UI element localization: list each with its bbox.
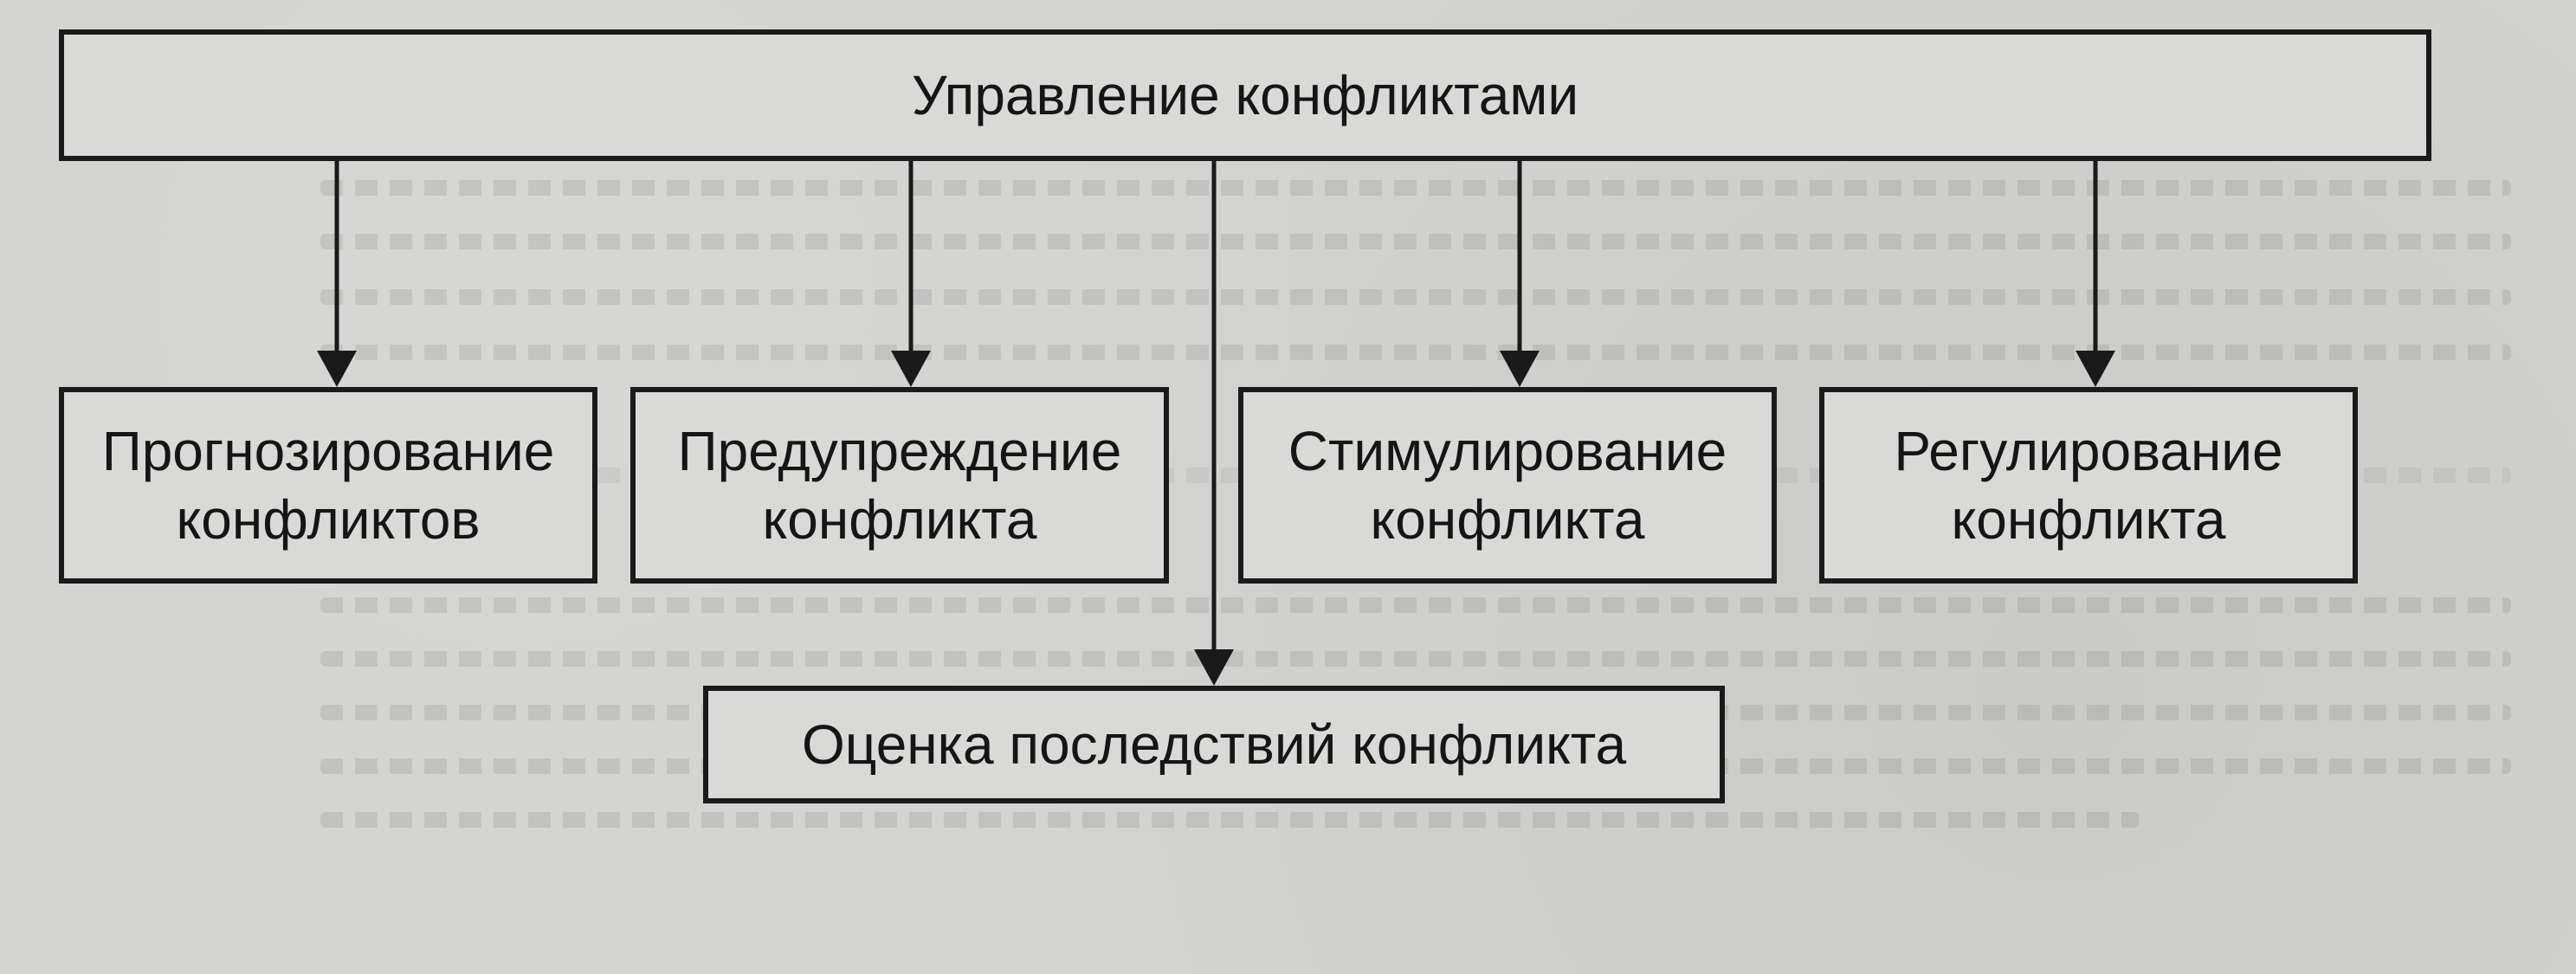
arrowhead-forecasting [317,351,357,387]
node-label: Оценка последствий конфликта [801,713,1627,776]
arrowhead-prevention [891,351,931,387]
node-label: Предупреждение конфликта [677,420,1122,551]
node-conflict-forecasting: Прогнозирование конфликтов [59,387,597,584]
node-conflict-regulation: Регулирование конфликта [1819,387,2358,584]
node-label: Прогнозирование конфликтов [101,420,555,551]
node-conflict-management: Управление конфликтами [59,29,2431,161]
node-consequence-assessment: Оценка последствий конфликта [703,686,1725,803]
arrowhead-stimulation [1500,351,1540,387]
node-label: Управление конфликтами [911,63,1579,126]
arrowhead-regulation [2076,351,2115,387]
node-label: Стимулирование конфликта [1288,420,1727,551]
node-conflict-stimulation: Стимулирование конфликта [1238,387,1777,584]
node-label: Регулирование конфликта [1894,420,2283,551]
node-conflict-prevention: Предупреждение конфликта [630,387,1169,584]
arrowhead-assessment [1194,649,1234,686]
